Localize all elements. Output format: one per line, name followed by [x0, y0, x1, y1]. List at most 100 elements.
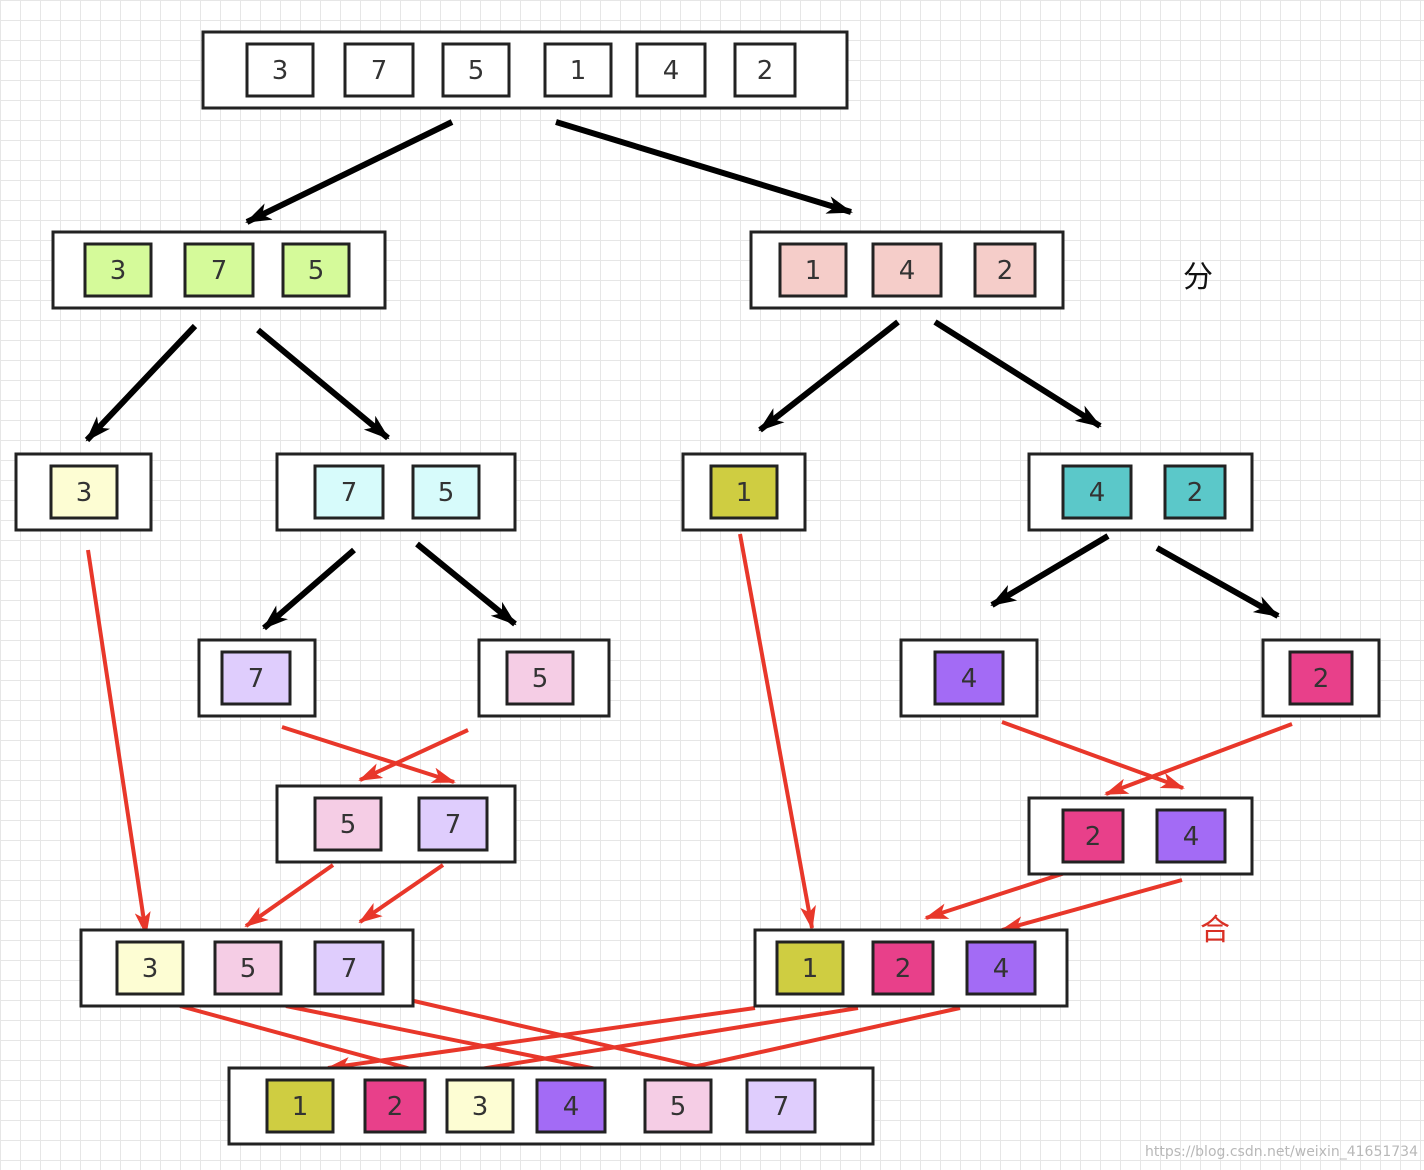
array-cell: [220, 650, 292, 706]
array-cell: [265, 1078, 335, 1134]
array-cell: [313, 940, 385, 996]
split-arrow: [256, 327, 390, 441]
cell-value: 3: [76, 478, 93, 508]
array-cell: [965, 940, 1037, 996]
array-cell: [1163, 464, 1227, 520]
array-cell: [643, 1078, 713, 1134]
cell-value: 2: [1187, 478, 1204, 508]
array-cell: [183, 242, 255, 298]
array-cell: [973, 242, 1037, 298]
cell-value: 4: [663, 56, 680, 86]
array-cell: [709, 464, 779, 520]
split-arrow: [84, 323, 198, 443]
merge-arrow: [1000, 878, 1183, 932]
array-node-split-5: 5: [477, 638, 611, 718]
cell-value: 1: [736, 478, 753, 508]
split-label: 分: [1183, 260, 1213, 295]
cell-value: 1: [570, 56, 587, 86]
merge-arrow: [738, 533, 816, 930]
cell-value: 4: [1183, 822, 1200, 852]
cell-value: 7: [211, 256, 228, 286]
merge-arrow: [358, 728, 469, 782]
split-arrow: [415, 541, 517, 627]
array-cell: [313, 464, 385, 520]
merge-arrow: [1104, 722, 1293, 796]
array-cell: [83, 242, 153, 298]
split-arrow: [933, 319, 1102, 429]
split-arrows: [84, 119, 1280, 631]
array-cell: [1061, 464, 1133, 520]
merge-arrow: [326, 1006, 756, 1073]
split-arrow: [758, 319, 900, 433]
cell-value: 4: [961, 664, 978, 694]
array-cell: [1288, 650, 1354, 706]
cell-value: 1: [292, 1092, 309, 1122]
array-cell: [281, 242, 351, 298]
cell-value: 7: [773, 1092, 790, 1122]
cell-value: 2: [1313, 664, 1330, 694]
array-cell: [213, 940, 283, 996]
split-arrow: [555, 119, 853, 215]
split-arrow: [262, 547, 356, 631]
array-cell: [363, 1078, 427, 1134]
array-cell: [778, 242, 848, 298]
cell-value: 5: [438, 478, 455, 508]
cell-value: 1: [805, 256, 822, 286]
cell-value: 4: [899, 256, 916, 286]
split-arrow: [1155, 545, 1280, 619]
array-node-split-4: 4: [899, 638, 1039, 718]
cell-value: 3: [272, 56, 289, 86]
cell-value: 5: [468, 56, 485, 86]
array-cell: [745, 1078, 817, 1134]
array-node-split-1: 1: [681, 452, 807, 532]
array-cell: [775, 940, 845, 996]
array-cell: [245, 42, 315, 98]
cell-value: 5: [240, 954, 257, 984]
array-cell: [635, 42, 707, 98]
merge-label: 合: [1200, 913, 1230, 948]
cell-value: 5: [532, 664, 549, 694]
array-node-split-2: 2: [1261, 638, 1381, 718]
watermark: https://blog.csdn.net/weixin_41651734: [1144, 1144, 1418, 1160]
cell-value: 2: [997, 256, 1014, 286]
merge-arrow: [924, 870, 1069, 920]
cell-value: 2: [387, 1092, 404, 1122]
array-cell: [505, 650, 575, 706]
array-cell: [115, 940, 185, 996]
array-cell: [49, 464, 119, 520]
array-cell: [871, 242, 943, 298]
cell-value: 3: [472, 1092, 489, 1122]
array-cell: [343, 42, 415, 98]
array-cell: [733, 42, 797, 98]
cell-value: 7: [371, 56, 388, 86]
cell-value: 2: [895, 954, 912, 984]
merge-arrow: [86, 549, 151, 936]
merge-arrow: [244, 863, 335, 928]
cell-value: 7: [341, 954, 358, 984]
cell-value: 4: [1089, 478, 1106, 508]
split-arrow: [990, 533, 1110, 608]
array-cell: [411, 464, 481, 520]
array-cell: [313, 796, 383, 852]
array-cell: [1061, 808, 1125, 864]
cell-value: 5: [670, 1092, 687, 1122]
array-node-split-3: 3: [14, 452, 153, 532]
array-cell: [441, 42, 511, 98]
merge-arrow: [1001, 720, 1185, 790]
cell-value: 5: [308, 256, 325, 286]
merge-arrow: [358, 863, 445, 924]
array-cell: [933, 650, 1005, 706]
cell-value: 7: [248, 664, 265, 694]
array-cell: [871, 940, 935, 996]
array-cell: [1155, 808, 1227, 864]
